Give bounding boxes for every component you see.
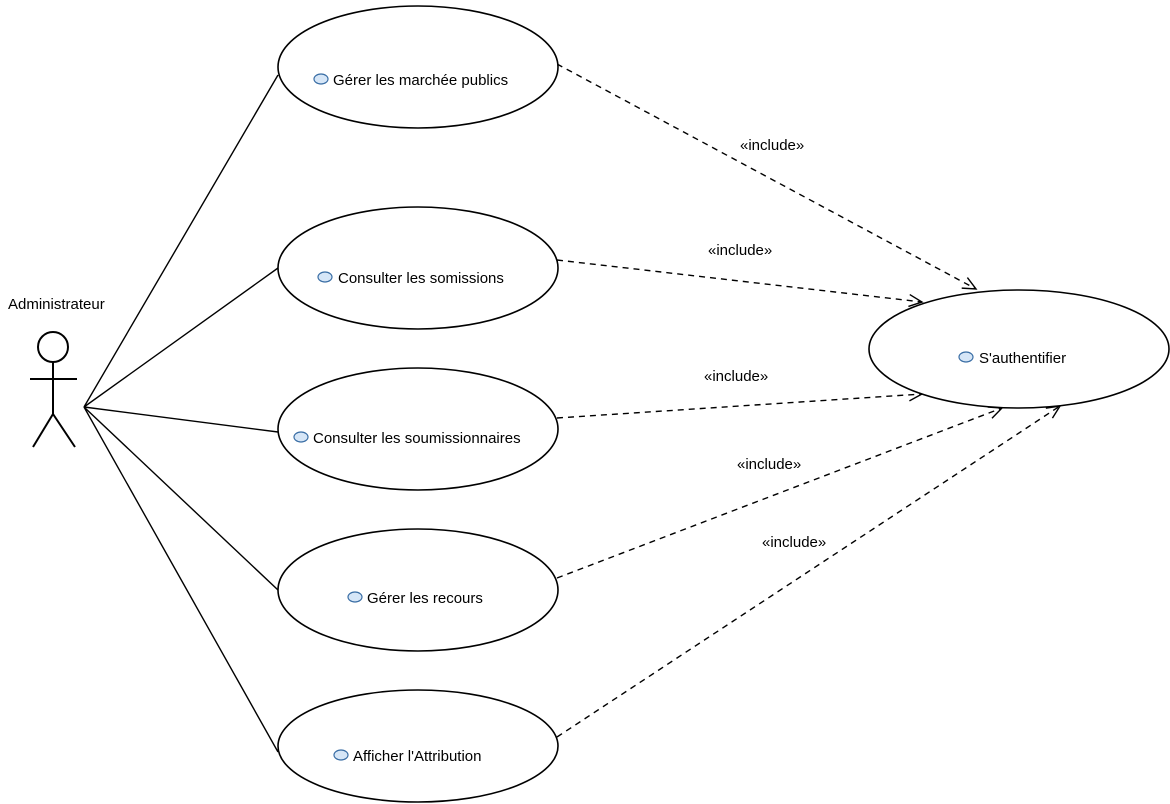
use-case-icon [333,749,349,761]
use-case-consulter-somissions[interactable]: Consulter les somissions [277,206,559,330]
use-case-icon [293,431,309,443]
include-line-uc4[interactable] [556,406,1004,579]
stick-figure-icon [30,331,77,448]
associations [83,74,279,753]
actor-name: Administrateur [8,296,105,313]
use-case-label: Gérer les marchée publics [333,72,508,89]
include-line-uc5[interactable] [556,405,1062,738]
use-case-gerer-marches[interactable]: Gérer les marchée publics [277,5,559,129]
use-case-icon [958,351,974,363]
include-dependencies [556,63,1062,738]
association-uc5[interactable] [83,406,279,753]
include-line-uc2[interactable] [556,259,924,308]
use-case-consulter-soumissionnaires[interactable]: Consulter les soumissionnaires [277,367,559,491]
include-label-uc2: «include» [708,242,772,259]
actor-administrateur[interactable]: Administrateur [8,296,105,448]
include-label-uc5: «include» [762,534,826,551]
association-uc1[interactable] [83,74,279,408]
include-labels: «include» «include» «include» «include» … [704,137,826,551]
use-case-afficher-attribution[interactable]: Afficher l'Attribution [277,689,559,803]
use-case-gerer-recours[interactable]: Gérer les recours [277,528,559,652]
include-line-uc3[interactable] [556,388,924,419]
use-case-label: S'authentifier [979,350,1066,367]
include-label-uc1: «include» [740,137,804,154]
use-case-label: Consulter les soumissionnaires [313,430,521,447]
use-case-label: Afficher l'Attribution [353,748,481,765]
association-uc2[interactable] [83,267,279,408]
include-line-uc1[interactable] [556,63,978,290]
include-label-uc3: «include» [704,368,768,385]
use-case-icon [313,73,329,85]
association-uc3[interactable] [83,406,279,433]
use-case-icon [317,271,333,283]
include-label-uc4: «include» [737,456,801,473]
use-case-label: Consulter les somissions [338,270,504,287]
use-case-s-authentifier[interactable]: S'authentifier [868,289,1170,409]
use-case-label: Gérer les recours [367,590,483,607]
use-case-icon [347,591,363,603]
association-uc4[interactable] [83,406,279,591]
